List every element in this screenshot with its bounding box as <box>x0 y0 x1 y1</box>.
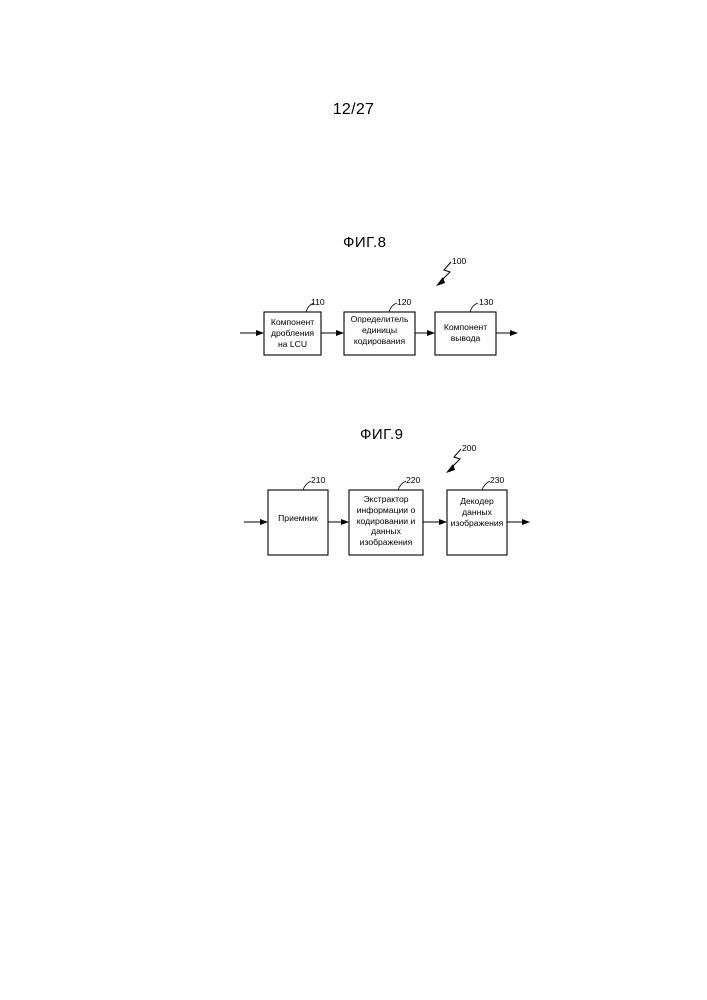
ref-label-230: 230 <box>490 475 504 485</box>
block-230-label: Декодер данных изображения <box>447 496 507 528</box>
ref-label-220: 220 <box>406 475 420 485</box>
block-220-label: Экстрактор информации о кодировании и да… <box>347 494 425 548</box>
leader-210 <box>303 481 311 490</box>
block-210-label: Приемник <box>268 513 328 524</box>
ref-label-210: 210 <box>311 475 325 485</box>
leader-230 <box>482 481 490 490</box>
leader-220 <box>398 481 406 490</box>
